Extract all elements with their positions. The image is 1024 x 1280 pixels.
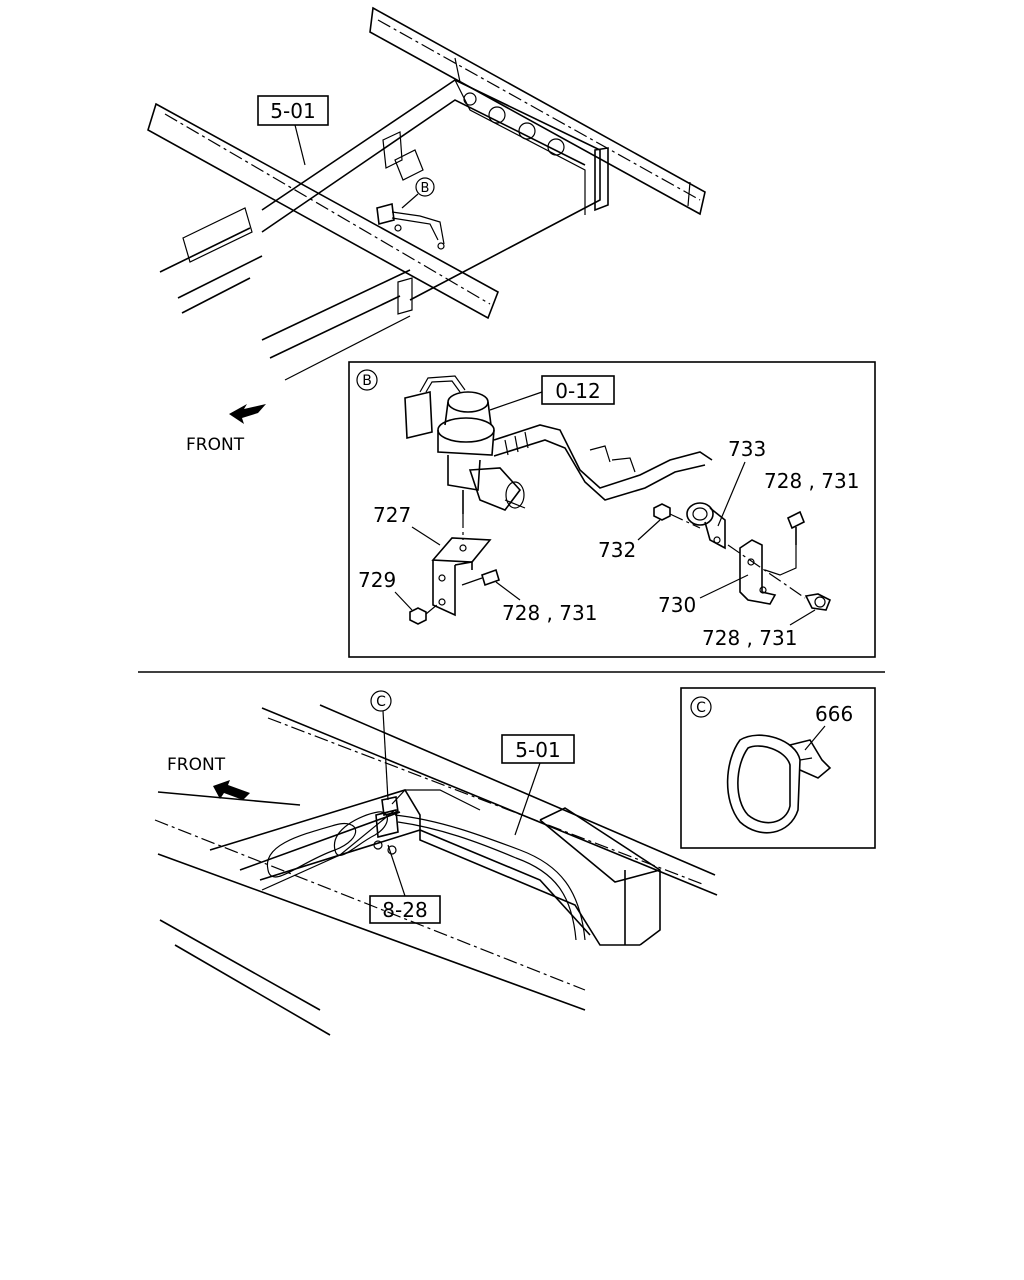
- part-733-label: 733: [728, 437, 766, 461]
- top-callout-b-label: B: [421, 181, 430, 196]
- part-732-label: 732: [598, 538, 636, 562]
- detail-b-ref-box[interactable]: [541, 375, 615, 405]
- bottom-ref-box-8-28-label: 8-28: [382, 898, 427, 922]
- detail-c-callout-label: C: [696, 700, 706, 716]
- bottom-front-arrow-icon: [213, 780, 250, 800]
- part-728-731-b-label: 728 , 731: [764, 469, 859, 493]
- part-728-731-c-label: 728 , 731: [702, 626, 797, 650]
- part-730-label: 730: [658, 593, 696, 617]
- part-727-label: 727: [373, 503, 411, 527]
- top-front-arrow-icon: [229, 404, 266, 424]
- top-ref-box-label: 5-01: [270, 99, 315, 123]
- top-chassis-view: B 5-01 FRONT: [147, 6, 706, 455]
- detail-b-panel: B 0-12: [348, 361, 876, 658]
- detail-b-ref-box-label: 0-12: [555, 379, 600, 403]
- bottom-ref-box-5-01-label: 5-01: [515, 738, 560, 762]
- part-729-label: 729: [358, 568, 396, 592]
- detail-c-panel: C 666: [680, 687, 876, 849]
- part-728-731-a-label: 728 , 731: [502, 601, 597, 625]
- top-front-label: FRONT: [186, 435, 245, 455]
- part-666-label: 666: [815, 702, 853, 726]
- bottom-front-label: FRONT: [167, 755, 226, 775]
- bottom-chassis-view: C 5-01 8-28 FRONT: [154, 690, 718, 1036]
- bottom-ref-box-5-01[interactable]: [501, 734, 575, 764]
- detail-b-callout-label: B: [362, 373, 372, 389]
- top-ref-box[interactable]: [257, 95, 329, 126]
- bottom-callout-c-label: C: [376, 694, 386, 710]
